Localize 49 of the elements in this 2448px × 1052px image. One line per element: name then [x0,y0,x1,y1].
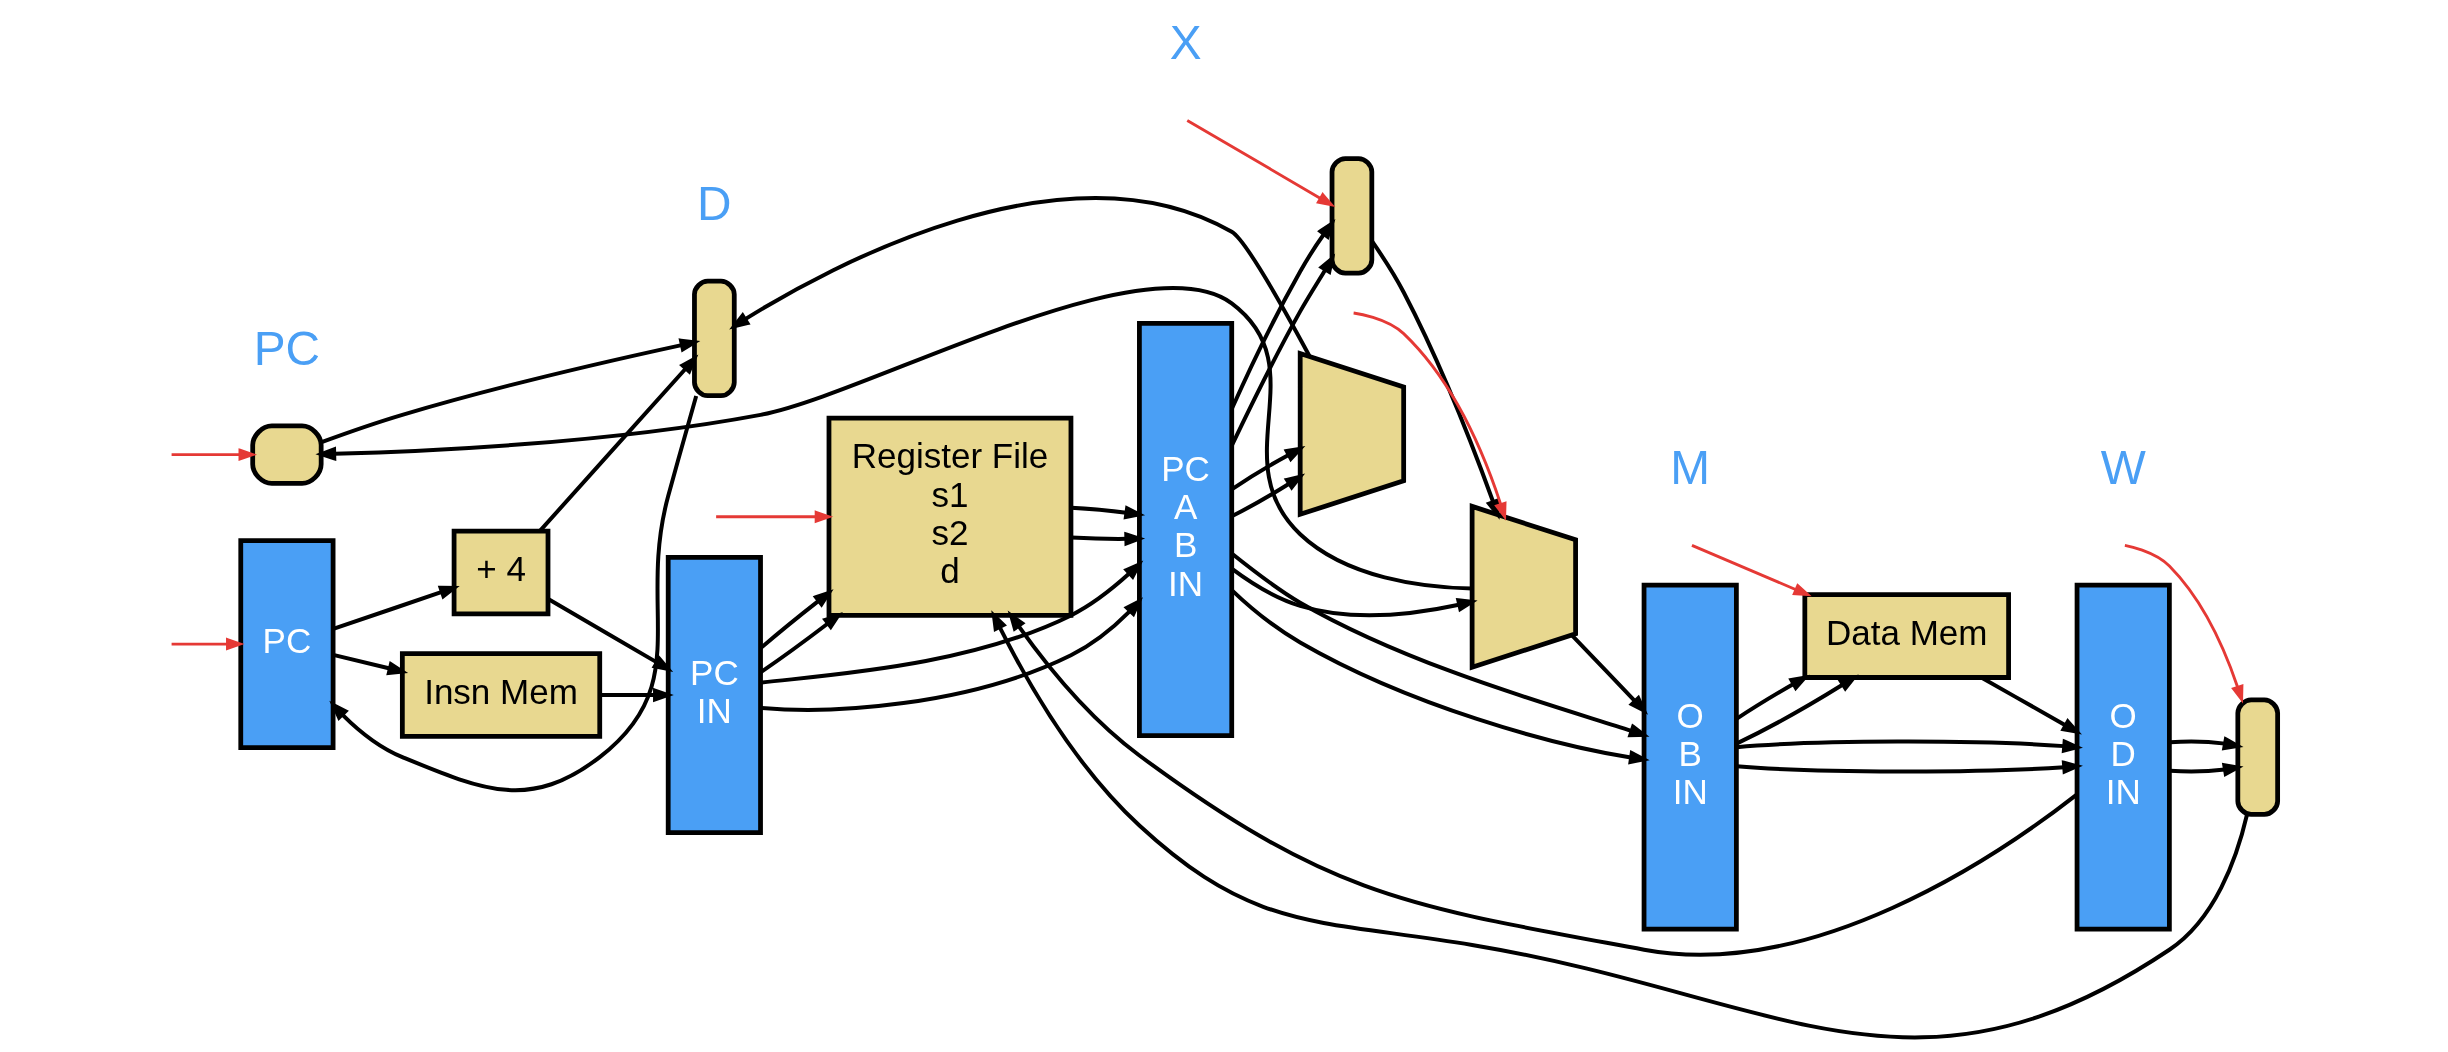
arrow [538,354,699,532]
node-box: PC [238,538,336,750]
arrow [760,597,1144,712]
arrow [2169,762,2244,777]
node-box: O B IN [1641,582,1739,932]
arrow [759,589,834,650]
arrow [729,196,1312,358]
label: M [1670,441,1711,495]
node-trapezoid [1297,350,1407,518]
arrow [1736,738,2083,754]
arrow [1735,674,1810,721]
arrow [1691,544,1812,597]
node-box: Data Mem [1802,592,2011,680]
arrow [171,637,245,651]
label: X [1169,16,1202,70]
arrow [332,585,460,631]
node-box [692,278,737,399]
arrow [1353,311,1507,521]
arrow [716,510,834,524]
node-box: Insn Mem [399,651,603,739]
arrow [600,687,674,703]
arrow [329,395,699,793]
node-box [1329,156,1375,276]
arrow [1570,633,1649,715]
arrow [991,610,2249,1039]
arrow [759,611,843,674]
node-box: Register File s1 s2 d [826,415,1074,618]
label: PC [253,321,321,375]
arrow [2169,736,2244,751]
arrow [760,560,1144,685]
node-gate [250,423,324,486]
node-box: + 4 [451,528,551,617]
arrow [1735,674,1859,746]
arrow [320,338,701,444]
arrow [1071,531,1146,547]
label: W [2100,441,2146,495]
node-box: O D IN [2074,582,2172,932]
node-box [2235,697,2280,817]
node-box: PC A B IN [1137,320,1235,738]
arrow [315,286,1472,591]
arrow [1736,760,2083,775]
arrow [171,448,258,462]
node-box: PC IN [665,554,763,836]
arrow [1007,610,2078,957]
label: D [697,176,732,230]
arrow [2124,544,2244,704]
arrow [1071,505,1146,520]
arrow [1186,119,1336,208]
arrow [332,652,409,676]
